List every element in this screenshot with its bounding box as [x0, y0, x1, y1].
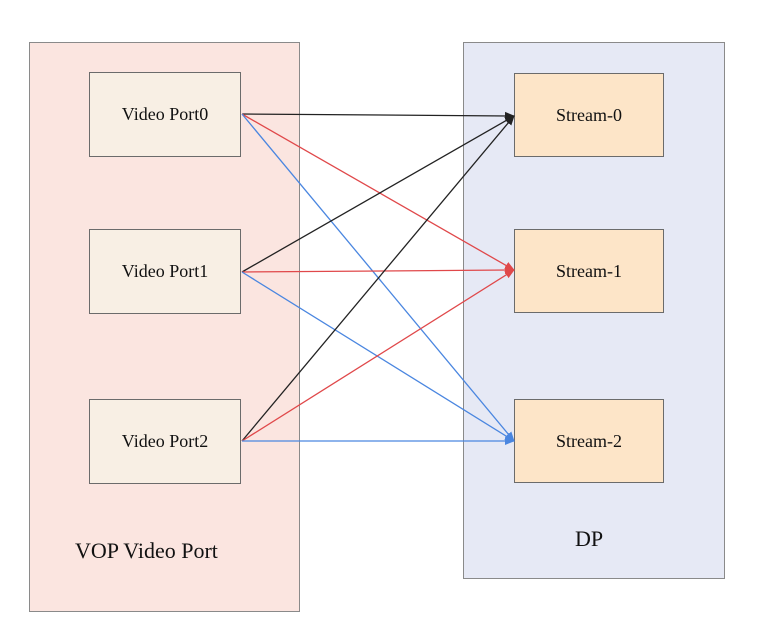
stream-1-label: Stream-1: [556, 260, 622, 281]
video-port-2-box: Video Port2: [89, 399, 241, 484]
stream-2-label: Stream-2: [556, 430, 622, 451]
video-port-2-label: Video Port2: [121, 431, 209, 451]
stream-2-box: Stream-2: [514, 399, 664, 483]
video-port-0-box: Video Port0: [89, 72, 241, 157]
stream-0-label: Stream-0: [556, 104, 622, 125]
video-port-1-label: Video Port1: [121, 261, 209, 281]
video-port-0-label: Video Port0: [121, 104, 209, 124]
vop-video-port-title: VOP Video Port: [75, 538, 218, 563]
video-port-1-box: Video Port1: [89, 229, 241, 314]
stream-1-box: Stream-1: [514, 229, 664, 313]
stream-0-box: Stream-0: [514, 73, 664, 157]
dp-title: DP: [575, 526, 604, 551]
